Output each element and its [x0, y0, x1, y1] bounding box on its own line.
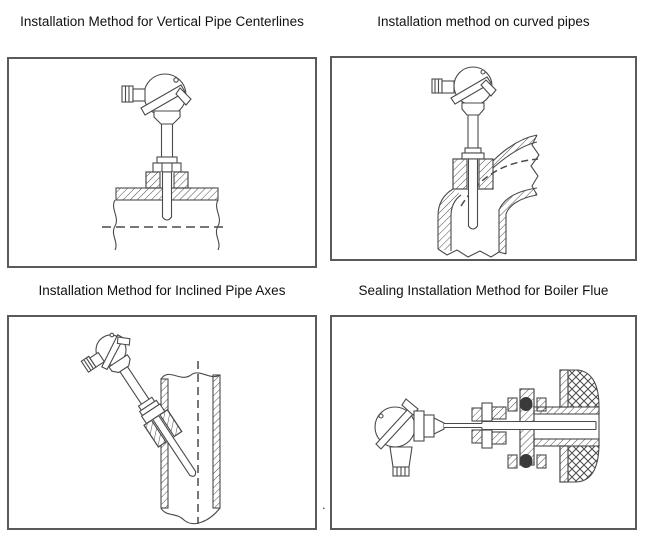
stray-period: . [322, 497, 326, 512]
thermocouple-stem [152, 110, 182, 173]
thermocouple-head [431, 66, 497, 106]
boiler-flue-installation-diagram [374, 369, 600, 483]
bolt-nut [507, 397, 518, 412]
probe [467, 158, 479, 230]
bolt-head [519, 454, 533, 468]
vertical-pipe [160, 372, 221, 525]
elbow-pipe-walls [437, 134, 538, 254]
caption-boiler-flue-installation: Sealing Installation Method for Boiler F… [358, 283, 609, 298]
thermocouple-head [80, 332, 131, 373]
bolt-head [519, 397, 533, 411]
thermocouple-stem [461, 102, 485, 160]
inclined-thermocouple [80, 332, 197, 477]
panel-vertical-installation [7, 57, 317, 268]
thermocouple-head [374, 398, 419, 477]
pipe-top-break [160, 372, 221, 380]
stuffing-box [471, 402, 507, 449]
probe [161, 171, 173, 221]
thermocouple-head [121, 73, 192, 117]
bolt-nut [536, 454, 547, 469]
caption-inclined-installation: Installation Method for Inclined Pipe Ax… [38, 283, 286, 298]
curved-pipe-installation-diagram [431, 66, 540, 258]
panel-inclined-installation [7, 315, 317, 530]
pipe-bottom-break [160, 507, 221, 525]
probe [152, 414, 197, 477]
caption-vertical-installation: Installation Method for Vertical Pipe Ce… [20, 14, 304, 29]
panel-curved-pipe-installation [330, 56, 637, 261]
thermocouple-stem [108, 354, 166, 425]
panel-boiler-flue-installation [330, 315, 637, 530]
pipe-break-lines [112, 199, 220, 251]
pipe-centerline [460, 158, 539, 207]
pipe-break-lines [437, 134, 540, 258]
inclined-installation-diagram [80, 332, 221, 525]
caption-curved-pipe-installation: Installation method on curved pipes [377, 14, 590, 29]
bolt-nut [507, 454, 518, 469]
thermocouple-neck [413, 410, 445, 442]
boiler-flue-wall [559, 369, 600, 483]
vertical-installation-diagram [102, 73, 228, 251]
probe [444, 420, 597, 431]
